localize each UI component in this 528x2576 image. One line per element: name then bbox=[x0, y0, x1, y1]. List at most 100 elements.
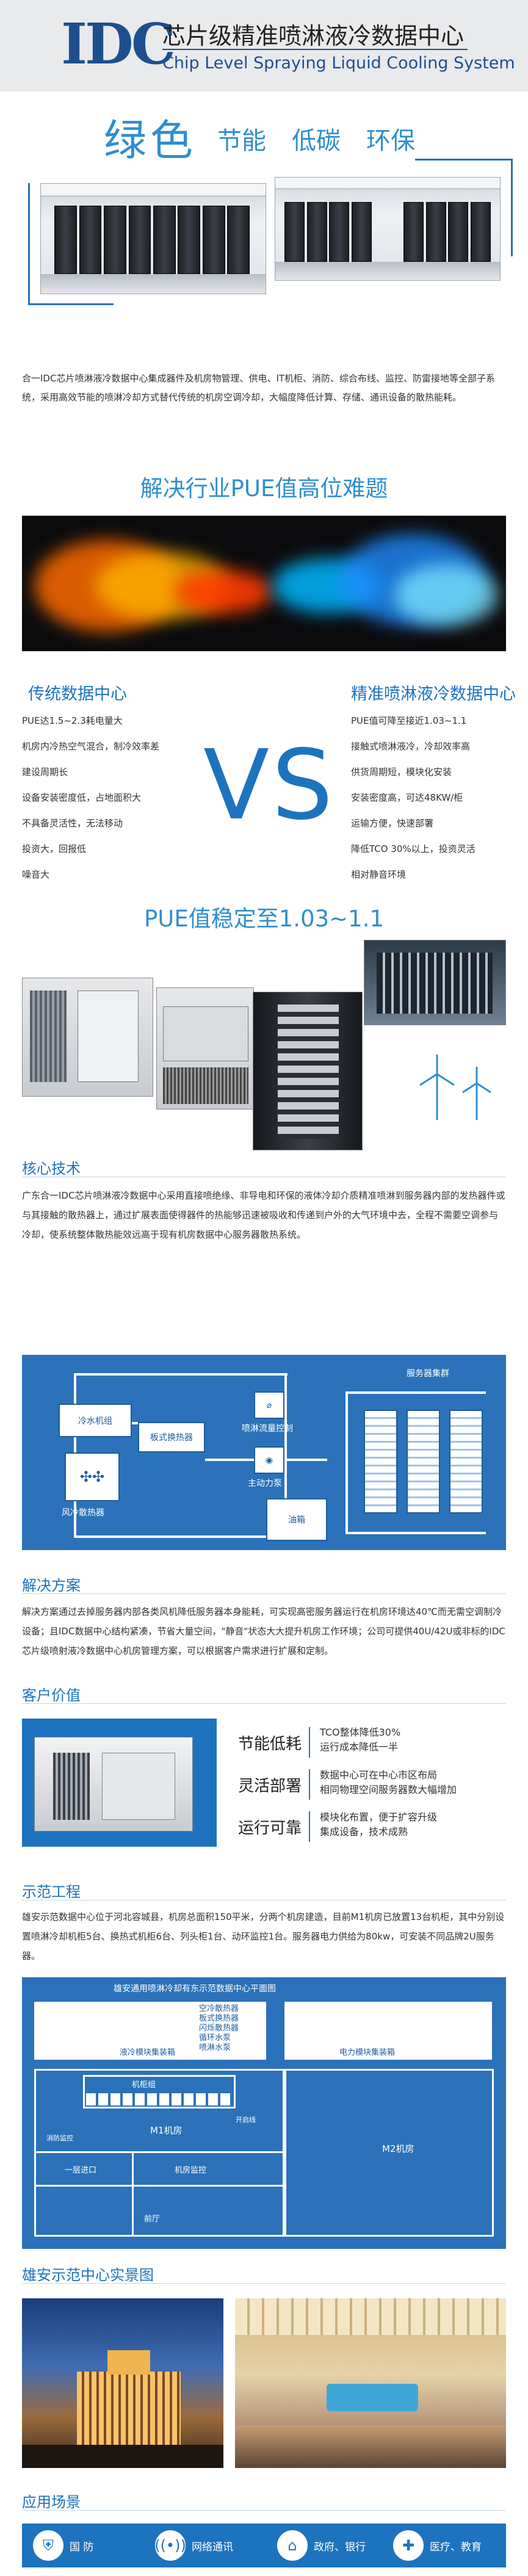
hero-tag-eco: 环保 bbox=[366, 127, 415, 155]
section-divider bbox=[22, 1703, 506, 1704]
plan-wall bbox=[132, 2151, 134, 2237]
cabinet-group-outline bbox=[83, 2075, 236, 2109]
value-tag-reliable: 运行可靠 bbox=[231, 1811, 310, 1842]
monitor-room-label: 机房监控 bbox=[175, 2166, 207, 2175]
scenario-medical: ✚ 医疗、教育 bbox=[393, 2530, 482, 2561]
scenario-government: ⌂ 政府、银行 bbox=[277, 2530, 366, 2561]
plan-wall bbox=[34, 2151, 284, 2153]
datacenter-photo-left bbox=[40, 183, 266, 294]
hero-tag-energy: 节能 bbox=[217, 127, 266, 155]
frame-accent-right bbox=[415, 159, 513, 256]
demo-paragraph: 雄安示范数据中心位于河北容城县，机房总面积150平米，分两个机房建造，目前M1机… bbox=[22, 1911, 505, 1961]
frame-accent-left bbox=[28, 183, 114, 305]
traditional-item: 投资大，回报低 bbox=[22, 843, 87, 854]
core-tech-paragraph: 广东合一IDC芯片喷淋液冷数据中心采用直接喷绝缘、非导电和环保的液体冷却介质精准… bbox=[22, 1190, 505, 1240]
spray-item: 安装密度高，可达48KW/柜 bbox=[351, 792, 463, 803]
lobby-interior-photo bbox=[235, 2298, 506, 2468]
traditional-item: 机房内冷热空气混合，制冷效率差 bbox=[22, 741, 160, 752]
floor-plan-caption: 雄安通用喷淋冷却有东示范数据中心平面图 bbox=[114, 1984, 276, 1994]
container-photo-2 bbox=[156, 987, 254, 1109]
main-pump: ◉ bbox=[254, 1446, 284, 1474]
power-container bbox=[284, 2002, 492, 2060]
server-rack bbox=[449, 1410, 483, 1513]
cooling-system-diagram: 冷水机组 板式换热器 ✣✣ 风冷散热器 ⌀ 喷淋流量控制 ◉ 主动力泵 油箱 服… bbox=[22, 1355, 506, 1550]
demo-project-title: 示范工程 bbox=[22, 1883, 81, 1900]
value-desc-line: 数据中心可在中心市区布局 bbox=[320, 1769, 438, 1781]
page-subtitle: Chip Level Spraying Liquid Cooling Syste… bbox=[162, 54, 515, 73]
pue-problem-title: 解决行业PUE值高位难题 bbox=[140, 475, 388, 502]
cabinet-row bbox=[86, 2093, 233, 2105]
value-tag-energy: 节能低耗 bbox=[231, 1727, 310, 1758]
traditional-item: 建设周期长 bbox=[22, 767, 68, 777]
traditional-dc-title: 传统数据中心 bbox=[28, 685, 127, 704]
pue-stable-title: PUE值稳定至1.03~1.1 bbox=[144, 906, 384, 932]
scenario-telecom: ((•)) 网络通讯 bbox=[154, 2530, 233, 2561]
value-desc-line: TCO整体降低30% bbox=[320, 1726, 401, 1738]
shield-icon: ⛨ bbox=[33, 2530, 63, 2561]
server-cluster-label: 服务器集群 bbox=[407, 1369, 449, 1379]
value-desc-line: 相同物理空间服务器数大幅增加 bbox=[320, 1784, 457, 1795]
cooling-container-label: 液冷模块集装箱 bbox=[120, 2048, 176, 2057]
floor-plan-diagram: 雄安通用喷淋冷却有东示范数据中心平面图 液冷模块集装箱 空冷散热器 板式换热器 … bbox=[22, 1977, 506, 2249]
fire-monitor-label: 消防监控 bbox=[46, 2134, 73, 2142]
room-m2-label: M2机房 bbox=[382, 2143, 414, 2154]
piping-photo bbox=[364, 940, 506, 1025]
building-exterior-photo bbox=[22, 2298, 223, 2468]
cold-water-unit: 冷水机组 bbox=[59, 1404, 132, 1437]
solution-paragraph: 解决方案通过去掉服务器内部各类风机降低服务器本身能耗，可实现高密服务器运行在机房… bbox=[22, 1606, 505, 1656]
scenario-label: 网络通讯 bbox=[192, 2541, 233, 2553]
oil-tank: 油箱 bbox=[266, 1498, 327, 1541]
hero-section: 绿色 节能 低碳 环保 合一IDC芯片喷淋液冷数据中心集成器件及机房物管理、供电… bbox=[0, 92, 528, 403]
power-container-label: 电力模块集装箱 bbox=[339, 2048, 396, 2057]
intro-paragraph: 合一IDC芯片喷淋液冷数据中心集成器件及机房物管理、供电、IT机柜、消防、综合布… bbox=[22, 373, 496, 403]
flow-control-label: 喷淋流量控制 bbox=[242, 1424, 293, 1434]
plate-exchanger: 板式换热器 bbox=[138, 1422, 205, 1452]
traditional-item: PUE达1.5~2.3耗电量大 bbox=[22, 715, 123, 726]
scenarios-bar: ⛨ 国 防 ((•)) 网络通讯 ⌂ 政府、银行 ✚ 医疗、教育 bbox=[22, 2524, 506, 2567]
hero-tag-lowcarbon: 低碳 bbox=[292, 127, 341, 155]
value-desc: 数据中心可在中心市区布局 相同物理空间服务器数大幅增加 bbox=[320, 1768, 457, 1797]
traditional-item: 不具备灵活性，无法移动 bbox=[22, 818, 123, 829]
medical-icon: ✚ bbox=[393, 2530, 424, 2561]
scenario-label: 国 防 bbox=[70, 2541, 94, 2553]
spray-item: 供货周期短，模块化安装 bbox=[351, 767, 452, 777]
versus-text: VS bbox=[203, 729, 336, 842]
section-divider bbox=[22, 2283, 506, 2284]
container-photo-1 bbox=[22, 978, 153, 1097]
plan-wall bbox=[34, 2185, 284, 2187]
datacenter-photo-right bbox=[275, 177, 501, 281]
spray-item: PUE值可降至接近1.03~1.1 bbox=[351, 715, 467, 726]
page-title: 芯片级精准喷淋液冷数据中心 bbox=[162, 23, 465, 49]
spray-item: 相对静音环境 bbox=[351, 869, 407, 880]
spray-cabinet-photo bbox=[253, 992, 363, 1150]
lobby-label: 前厅 bbox=[144, 2215, 161, 2224]
section-divider bbox=[22, 1593, 506, 1594]
server-rack bbox=[364, 1410, 397, 1513]
spray-item: 运输方便，快速部署 bbox=[351, 818, 434, 829]
main-pump-label: 主动力泵 bbox=[248, 1479, 282, 1488]
core-tech-title: 核心技术 bbox=[22, 1160, 81, 1177]
server-rack bbox=[407, 1410, 440, 1513]
traditional-item: 噪音大 bbox=[22, 869, 50, 880]
room-m1-label: M1机房 bbox=[150, 2125, 183, 2136]
room-m2-outline bbox=[284, 2069, 494, 2237]
fire-ice-image bbox=[22, 516, 506, 651]
value-desc: 模块化布置，便于扩容升级 集成设备，技术成熟 bbox=[320, 1810, 437, 1839]
page-header: IDC 芯片级精准喷淋液冷数据中心 Chip Level Spraying Li… bbox=[0, 0, 528, 92]
section-divider bbox=[22, 2510, 506, 2511]
hero-green-text: 绿色 bbox=[104, 115, 197, 165]
customer-value-title: 客户价值 bbox=[22, 1687, 81, 1704]
value-tag-flexible: 灵活部署 bbox=[231, 1769, 310, 1800]
open-line-label: 开启线 bbox=[236, 2116, 256, 2124]
cooling-container bbox=[34, 2002, 266, 2060]
scenarios-title: 应用场景 bbox=[22, 2494, 81, 2511]
scenario-label: 政府、银行 bbox=[314, 2541, 366, 2553]
value-desc-line: 集成设备，技术成熟 bbox=[320, 1826, 408, 1838]
gallery-title: 雄安示范中心实景图 bbox=[22, 2267, 154, 2284]
fan-radiator-label: 风冷散热器 bbox=[62, 1508, 104, 1518]
solution-title: 解决方案 bbox=[22, 1577, 81, 1594]
signal-icon: ((•)) bbox=[154, 2530, 186, 2561]
customer-value-image bbox=[22, 1719, 217, 1847]
scenario-defense: ⛨ 国 防 bbox=[33, 2530, 93, 2561]
cooling-equipment-list: 空冷散热器 板式换热器 闪烁散热器 循环水泵 喷淋水泵 bbox=[199, 2004, 239, 2052]
